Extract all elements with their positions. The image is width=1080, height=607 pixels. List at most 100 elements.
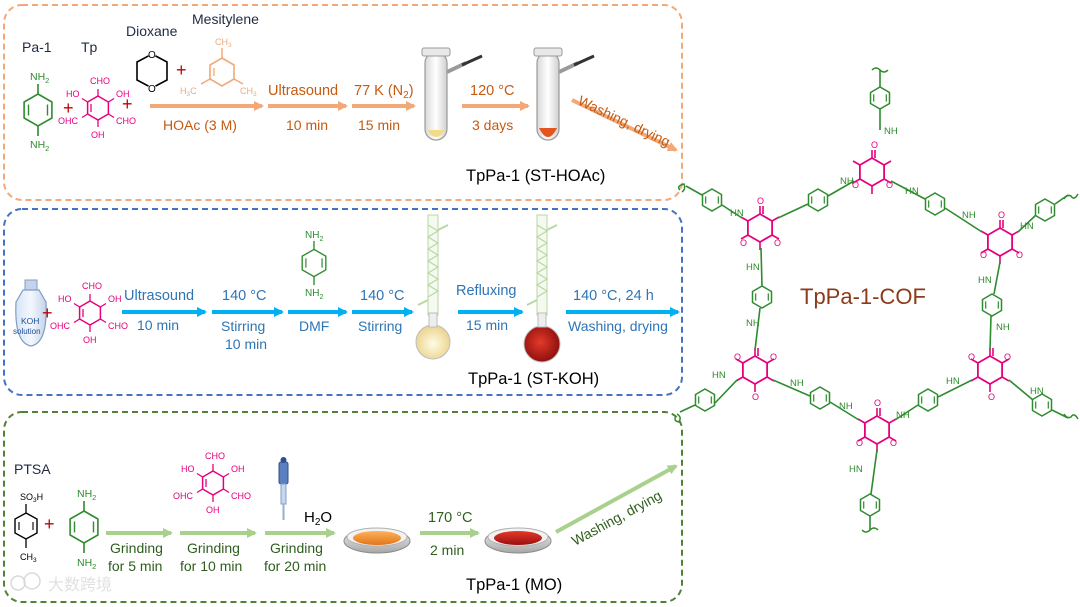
svg-text:O: O: [1016, 250, 1023, 260]
tp-molecule: CHO OH CHO OH OHC HO: [58, 76, 136, 140]
svg-text:大数跨境: 大数跨境: [48, 575, 112, 594]
cof-linker: [701, 188, 723, 212]
cof-linker: [751, 285, 773, 309]
reflux-flask-after: [523, 214, 561, 363]
svg-text:CHO: CHO: [116, 116, 136, 126]
svg-text:OH: OH: [116, 89, 130, 99]
tp-molecule: CHO OH CHO OH OHC HO: [50, 281, 128, 345]
product-st-koh: TpPa-1 (ST-KOH): [468, 370, 599, 388]
panel-border: [3, 208, 683, 396]
cof-linker: [869, 86, 891, 110]
final-conditions: 140 °C, 24 h: [573, 288, 654, 304]
svg-text:O: O: [770, 352, 777, 362]
svg-text:O: O: [757, 196, 764, 206]
svg-text:NH: NH: [839, 401, 853, 412]
svg-text:CHO: CHO: [231, 491, 251, 501]
hoac-label: HOAc (3 M): [163, 117, 237, 133]
washing-arrow: [571, 98, 678, 152]
svg-text:SO3H: SO3H: [20, 492, 43, 504]
tppa-1-cof-structure: NH HN NH HN HN NH HN HN NH HN NH NH HN N…: [674, 67, 1079, 533]
panel-border: [3, 4, 683, 201]
tp-label: Tp: [81, 39, 98, 55]
stirring-temp: 140 °C: [222, 288, 267, 304]
svg-text:HO: HO: [66, 89, 80, 99]
stirring-label: Stirring: [221, 318, 265, 334]
svg-text:NH2: NH2: [77, 557, 96, 571]
cof-o-labels: O O O O O O O O O O O O O O O O O O: [734, 140, 1023, 448]
dioxane-molecule: O O: [136, 50, 168, 95]
svg-text:OHC: OHC: [50, 321, 71, 331]
svg-text:HO: HO: [58, 294, 72, 304]
svg-text:NH: NH: [962, 210, 976, 221]
svg-text:KOH: KOH: [21, 316, 39, 326]
koh-bottle: KOH solution: [13, 279, 47, 347]
svg-text:NH2: NH2: [30, 139, 49, 153]
cof-label: TpPa-1-COF: [800, 284, 926, 309]
svg-text:NH: NH: [884, 126, 898, 137]
svg-text:O: O: [980, 250, 987, 260]
heating-time: 3 days: [472, 117, 513, 133]
stirring-time: 10 min: [225, 336, 267, 352]
svg-text:CH3: CH3: [240, 86, 257, 98]
cof-linker: [694, 388, 716, 412]
plus-sign: +: [42, 303, 53, 323]
ultrasound-time: 10 min: [286, 117, 328, 133]
washing-label: Washing, drying: [568, 318, 668, 334]
sealed-tube-after: [533, 47, 595, 141]
svg-text:O: O: [752, 392, 759, 402]
svg-text:NH: NH: [840, 176, 854, 187]
ptsa-molecule: SO3H CH3: [14, 492, 43, 564]
reflux-time: 15 min: [466, 317, 508, 333]
tp-molecule: CHO OH CHO OH OHC HO: [173, 451, 251, 515]
watermark: 大数跨境: [10, 572, 112, 594]
heating-temp: 120 °C: [470, 83, 515, 99]
grinding-2-label: Grinding: [187, 540, 240, 556]
svg-text:HN: HN: [978, 275, 992, 286]
cof-linker: [807, 188, 829, 212]
heating-temp: 170 °C: [428, 510, 473, 526]
cof-linker: [917, 388, 939, 412]
svg-text:HN: HN: [712, 370, 726, 381]
cof-linker: [809, 386, 831, 410]
dmf-label: DMF: [299, 318, 329, 334]
plus-sign: +: [63, 98, 74, 118]
svg-text:HN: HN: [946, 376, 960, 387]
freeze-label: 77 K (N2): [354, 83, 414, 101]
water-label: H2O: [304, 509, 332, 528]
svg-text:OH: OH: [83, 335, 97, 345]
freeze-time: 15 min: [358, 117, 400, 133]
ultrasound-label: Ultrasound: [268, 83, 338, 99]
panel-border: [3, 411, 683, 603]
watermark-logo-icon: [10, 575, 26, 591]
product-mo: TpPa-1 (MO): [466, 576, 562, 594]
cof-bonds: [679, 70, 1069, 530]
cof-linker: [981, 293, 1003, 317]
cof-linker: [924, 192, 946, 216]
svg-text:OHC: OHC: [173, 491, 194, 501]
svg-text:NH: NH: [996, 322, 1010, 333]
grinding-2-time: for 10 min: [180, 558, 242, 574]
dish-after: [484, 527, 552, 554]
ultrasound-label: Ultrasound: [124, 288, 194, 304]
svg-text:OH: OH: [91, 130, 105, 140]
panel-mo: PTSA SO3H CH3 + NH2 NH2 Grinding for 5 m…: [3, 411, 683, 603]
cof-linker: [859, 493, 881, 517]
svg-text:O: O: [852, 180, 859, 190]
svg-text:O: O: [871, 140, 878, 150]
washing-label: Washing, drying: [576, 92, 673, 149]
svg-text:O: O: [874, 398, 881, 408]
svg-text:solution: solution: [13, 327, 41, 336]
svg-text:CHO: CHO: [205, 451, 225, 461]
svg-text:O: O: [740, 238, 747, 248]
plus-sign: +: [122, 94, 133, 114]
svg-text:O: O: [886, 180, 893, 190]
svg-text:CHO: CHO: [82, 281, 102, 291]
plus-sign: +: [176, 60, 187, 80]
svg-text:NH: NH: [746, 318, 760, 329]
svg-text:O: O: [734, 352, 741, 362]
reflux-flask-before: [415, 214, 451, 360]
svg-text:OH: OH: [206, 505, 220, 515]
grinding-1-time: for 5 min: [108, 558, 162, 574]
svg-text:NH2: NH2: [77, 488, 96, 502]
svg-text:HN: HN: [1020, 221, 1034, 232]
